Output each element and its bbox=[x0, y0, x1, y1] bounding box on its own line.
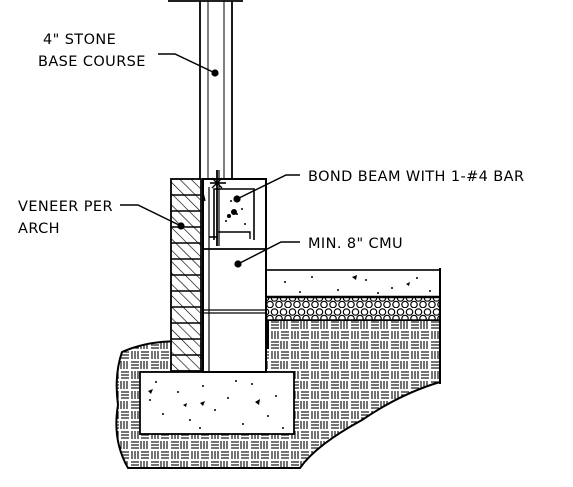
brick-veneer bbox=[170, 178, 202, 372]
label-bond-beam: BOND BEAM WITH 1-#4 BAR bbox=[308, 169, 524, 185]
label-veneer-line1: VENEER PER bbox=[18, 199, 113, 215]
concrete-footing bbox=[139, 371, 295, 435]
anchor-bolt bbox=[202, 170, 226, 246]
stone-base-course bbox=[168, 0, 243, 180]
label-veneer-line2: ARCH bbox=[18, 221, 60, 237]
label-stone-base-line1: 4" STONE bbox=[43, 32, 116, 48]
concrete-slab bbox=[265, 269, 441, 298]
rebar-4-bar bbox=[231, 209, 237, 215]
leaders bbox=[120, 53, 300, 265]
cmu-wall bbox=[202, 178, 267, 373]
bond-beam bbox=[213, 188, 255, 240]
label-cmu: MIN. 8" CMU bbox=[308, 236, 403, 252]
gravel-base bbox=[265, 295, 441, 321]
label-stone-base-line2: BASE COURSE bbox=[38, 54, 146, 70]
leader-dots bbox=[177, 69, 242, 268]
